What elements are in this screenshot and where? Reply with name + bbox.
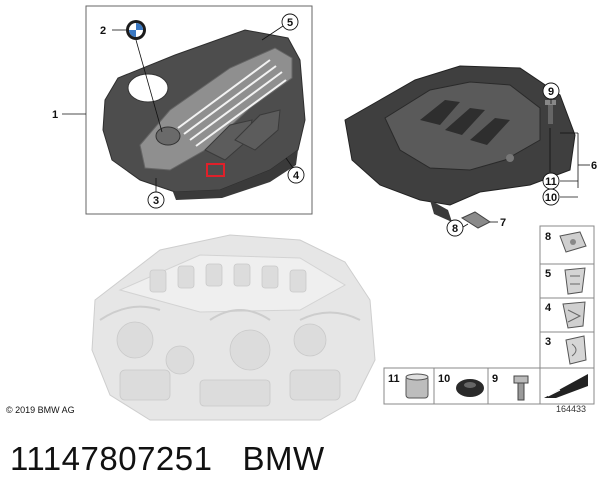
callout-2: 2 xyxy=(100,25,106,37)
svg-text:10: 10 xyxy=(545,192,557,204)
rubber-mount-10-icon xyxy=(456,379,484,397)
callout-4: 4 xyxy=(287,166,305,184)
callout-3: 3 xyxy=(147,191,165,209)
callout-5: 5 xyxy=(281,13,299,31)
bolt-9-icon xyxy=(545,100,556,124)
nut-clip-8-icon xyxy=(559,231,587,253)
svg-text:3: 3 xyxy=(153,195,159,207)
grid-label-9: 9 xyxy=(492,373,498,385)
grid-label-5: 5 xyxy=(545,268,551,280)
bolt-9-grid-icon xyxy=(513,375,529,401)
spring-clip-4-icon xyxy=(562,301,586,329)
part-number: 11147807251 xyxy=(10,440,213,477)
svg-text:2: 2 xyxy=(100,25,106,37)
grommet-11-icon xyxy=(405,373,429,399)
wedge-arrow-icon xyxy=(544,374,588,398)
callout-10: 10 xyxy=(542,188,560,206)
footer-caption: 11147807251 BMW xyxy=(10,440,325,478)
callout-7: 7 xyxy=(500,217,506,229)
bmw-emblem-icon xyxy=(126,20,146,40)
assembly-frame xyxy=(85,5,313,215)
svg-text:6: 6 xyxy=(591,160,597,172)
callout-9: 9 xyxy=(542,82,560,100)
clip-7-icon xyxy=(460,211,491,229)
spring-clip-5-icon xyxy=(564,267,586,295)
callout-11: 11 xyxy=(542,172,560,190)
svg-text:8: 8 xyxy=(452,223,458,235)
diagram-id: 164433 xyxy=(556,404,587,414)
grid-label-8: 8 xyxy=(545,231,551,243)
right-cover-illustration xyxy=(344,65,576,222)
callout-1: 1 xyxy=(52,109,58,121)
svg-text:4: 4 xyxy=(293,170,300,182)
callout-6: 6 xyxy=(591,160,597,172)
grid-label-10: 10 xyxy=(438,373,450,385)
svg-text:5: 5 xyxy=(287,17,293,29)
grid-label-11: 11 xyxy=(388,373,400,385)
clip-3-icon xyxy=(565,335,587,365)
highlight-marker xyxy=(206,163,225,177)
grid-label-3: 3 xyxy=(545,336,551,348)
svg-text:7: 7 xyxy=(500,217,506,229)
svg-text:9: 9 xyxy=(548,86,554,98)
callout-8: 8 xyxy=(446,219,464,237)
brand-name: BMW xyxy=(242,440,325,477)
copyright-text: © 2019 BMW AG xyxy=(6,405,75,415)
engine-cover-illustration xyxy=(102,29,306,200)
engine-ghost-illustration xyxy=(91,234,376,421)
svg-text:1: 1 xyxy=(52,109,58,121)
svg-text:11: 11 xyxy=(545,176,557,188)
leader-lines xyxy=(62,25,590,228)
grid-label-4: 4 xyxy=(545,302,552,314)
